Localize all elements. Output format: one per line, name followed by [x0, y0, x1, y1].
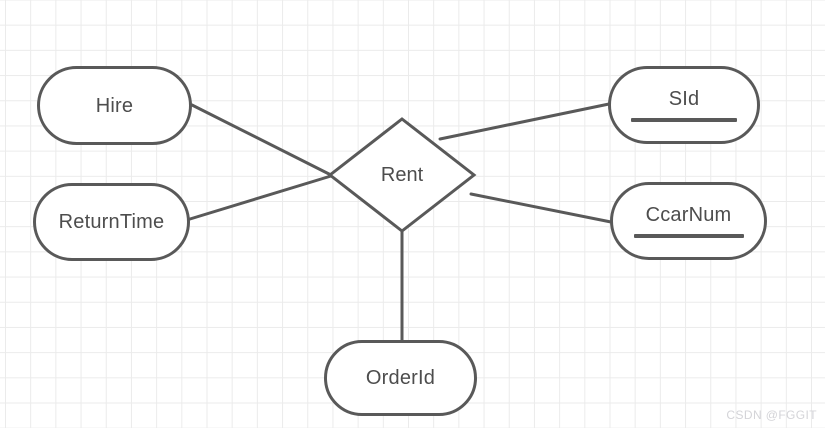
attribute-node-order-id[interactable]: OrderId [324, 340, 477, 416]
connector-lines [188, 102, 613, 343]
attribute-label-order-id: OrderId [365, 367, 436, 389]
relationship-diamond-shape [327, 117, 477, 233]
relationship-diamond-rent[interactable] [327, 117, 477, 233]
watermark-text: CSDN @FGGIT [726, 408, 817, 422]
edge-returntime-rent [188, 174, 333, 221]
edge-rent-sid [438, 102, 611, 141]
attribute-label-sid: SId [668, 87, 700, 110]
attribute-label-hire: Hire [95, 94, 134, 117]
attribute-label-ccar-num: CcarNum [645, 203, 732, 226]
relationship-label: Rent [380, 164, 424, 186]
attribute-node-hire[interactable]: Hire [37, 66, 192, 145]
relationship-node-rent[interactable]: Rent [330, 119, 474, 231]
attribute-label-return-time: ReturnTime [58, 211, 165, 233]
primary-key-underline-ccar-num [633, 233, 744, 238]
attribute-node-return-time[interactable]: ReturnTime [33, 183, 190, 261]
attribute-node-sid[interactable]: SId [608, 66, 760, 144]
attribute-node-ccar-num[interactable]: CcarNum [610, 182, 767, 260]
primary-key-underline-sid [631, 117, 737, 122]
edge-rent-ccarnum [469, 192, 613, 224]
edge-hire-rent [190, 103, 333, 177]
